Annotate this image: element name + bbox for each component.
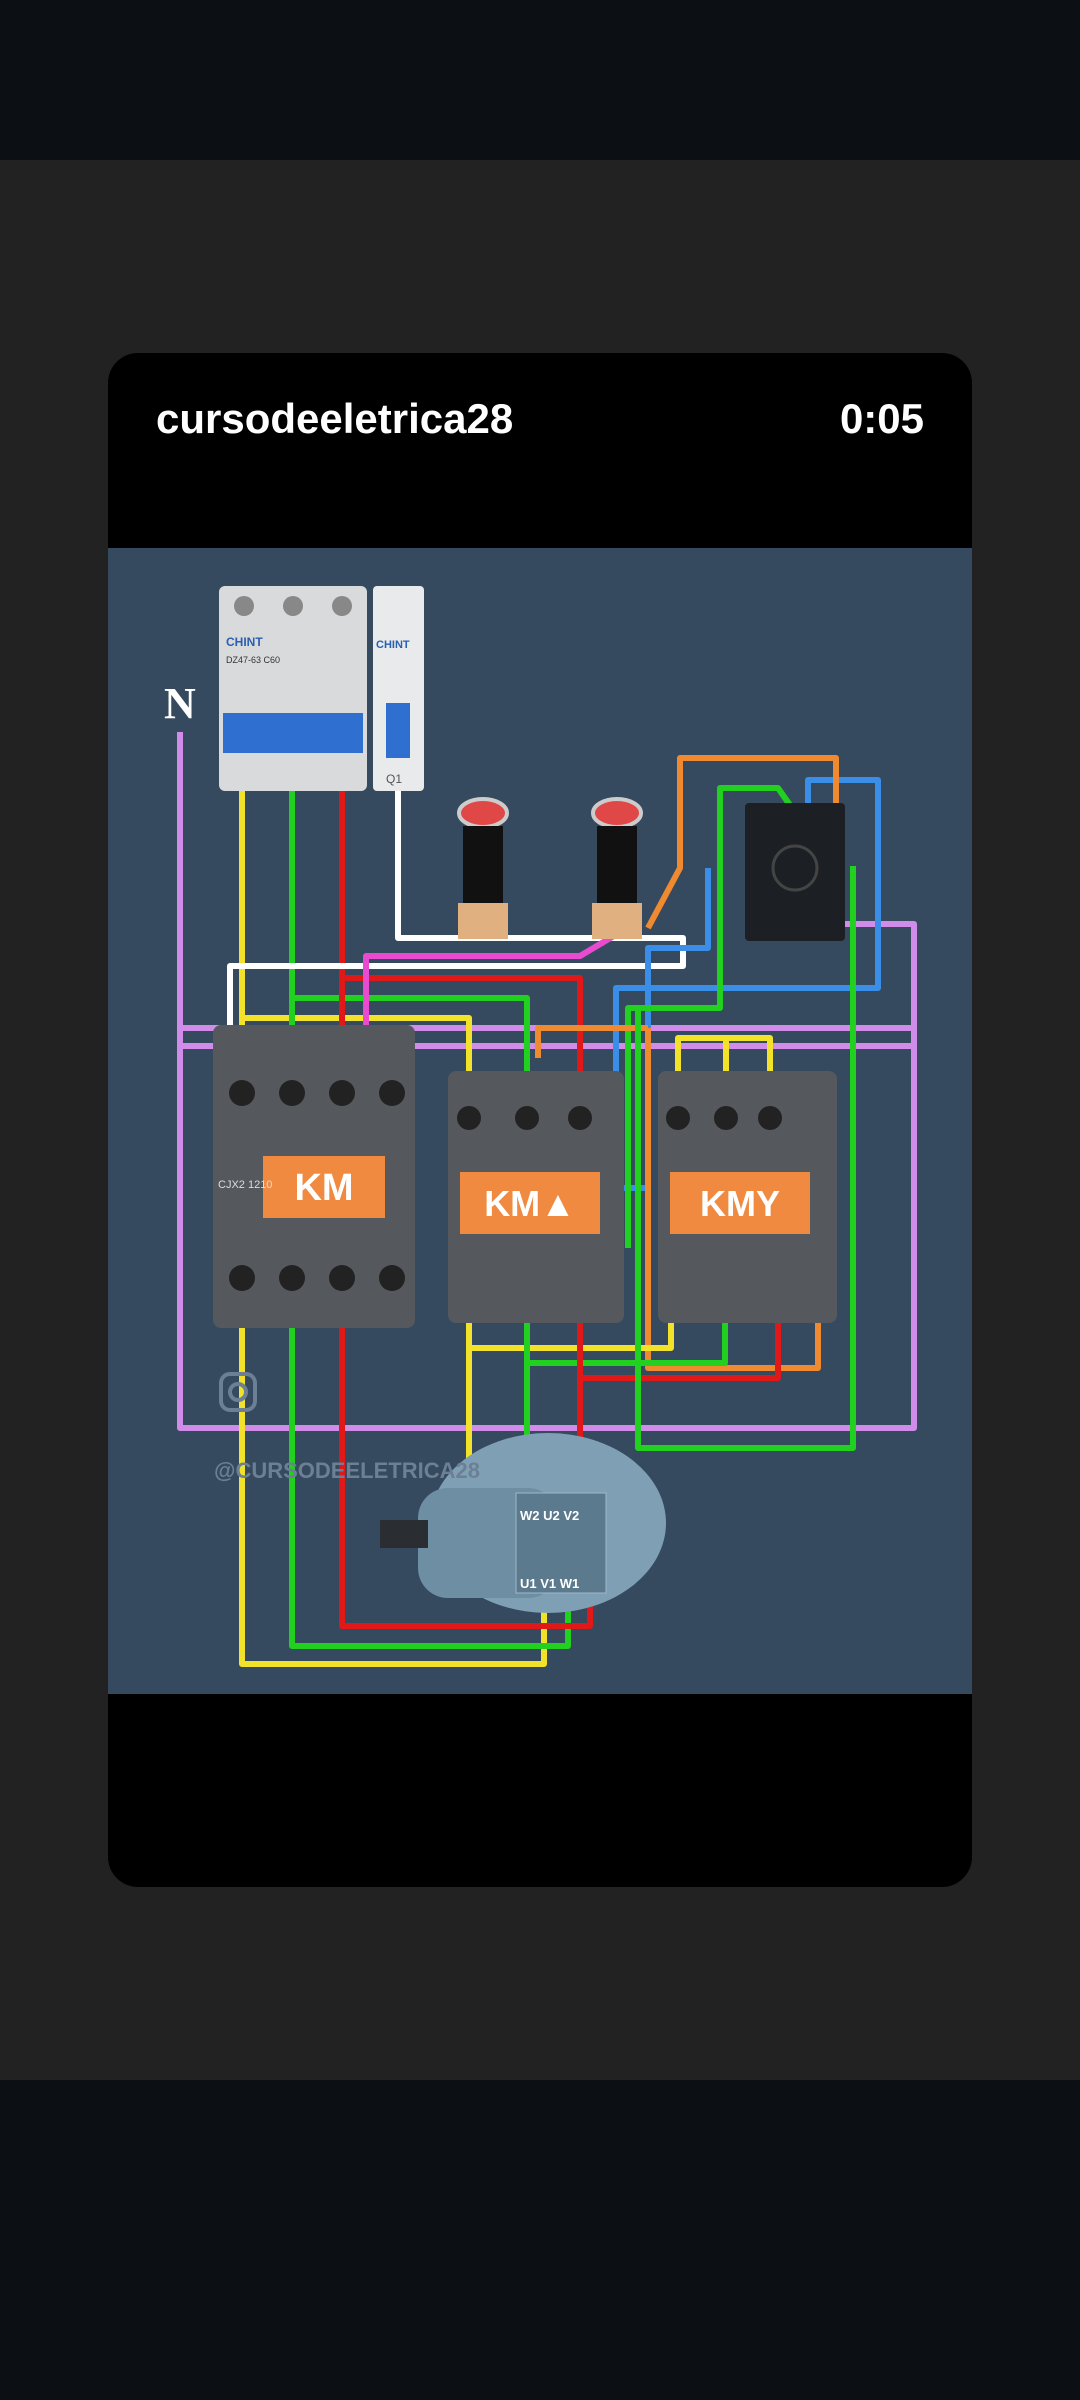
timer-relay-socket[interactable] xyxy=(745,803,845,941)
video-frame-wiring-diagram[interactable]: N xyxy=(108,548,972,1694)
contactor-km-label: KM xyxy=(294,1167,353,1209)
wire-L2-b xyxy=(292,995,530,1078)
wire-green-ctl xyxy=(625,785,816,1248)
contactor-model: CJX2 1210 xyxy=(218,1179,272,1191)
neutral-label: N xyxy=(164,679,196,728)
electric-motor[interactable]: W2 U2 V2 U1 V1 W1 xyxy=(380,1433,666,1613)
contactor-kmy[interactable]: KMY xyxy=(658,1071,837,1323)
contactor-km[interactable]: KM CJX2 1210 xyxy=(213,1025,415,1328)
wire-control-white xyxy=(227,791,686,1058)
wire-L1-b xyxy=(242,1015,472,1078)
breaker-1p-brand: CHINT xyxy=(376,639,410,651)
navigation-bar-area xyxy=(0,2080,1080,2400)
wire-green-return xyxy=(635,866,856,1451)
wire-L3-b xyxy=(342,975,583,1078)
breaker-brand: CHINT xyxy=(226,635,263,649)
single-pole-breaker[interactable]: CHINT Q1 xyxy=(373,586,424,791)
motor-bottom-terminals: U1 V1 W1 xyxy=(520,1576,579,1591)
video-timestamp: 0:05 xyxy=(839,395,924,442)
contactor-delta-label: KM▲ xyxy=(484,1183,576,1224)
motor-top-terminals: W2 U2 V2 xyxy=(520,1508,579,1523)
wire-orange xyxy=(535,755,839,1371)
instagram-icon xyxy=(219,1372,257,1412)
start-push-button[interactable] xyxy=(591,797,643,939)
watermark: @CURSODEELETRICA28 xyxy=(214,1458,480,1483)
contactor-km-delta[interactable]: KM▲ xyxy=(448,1071,624,1323)
breaker-1p-label: Q1 xyxy=(386,772,402,786)
username[interactable]: cursodeeletrica28 xyxy=(156,395,514,442)
contactor-star-label: KMY xyxy=(700,1183,780,1224)
stop-push-button[interactable] xyxy=(457,797,509,939)
video-card[interactable]: cursodeeletrica28 0:05 N xyxy=(108,353,972,1887)
three-pole-breaker[interactable]: CHINT DZ47-63 C60 xyxy=(219,586,367,791)
breaker-model: DZ47-63 C60 xyxy=(226,655,280,665)
status-bar-area xyxy=(0,0,1080,160)
star-delta-wiring-diagram: N xyxy=(164,586,917,1667)
